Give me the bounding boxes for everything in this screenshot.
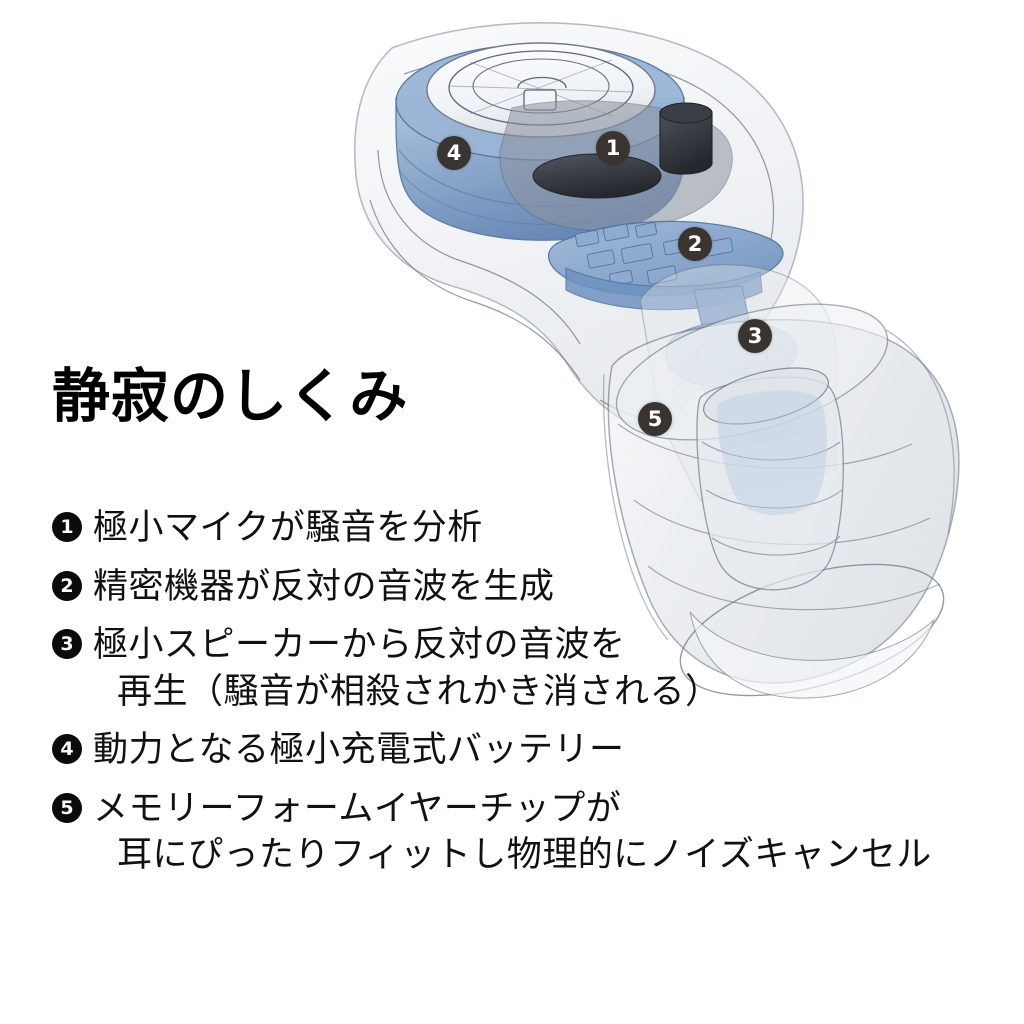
- list-marker-3: 3: [52, 629, 82, 660]
- list-item-text: 動力となる極小充電式バッテリー: [93, 727, 982, 774]
- list-item-text: 精密機器が反対の音波を生成: [93, 564, 982, 611]
- list-marker-4: 4: [52, 734, 82, 765]
- list-item: 3 極小スピーカーから反対の音波を 再生（騒音が相殺されかき消される）: [52, 622, 982, 715]
- list-item-text: メモリーフォームイヤーチップが 耳にぴったりフィットし物理的にノイズキャンセル: [93, 786, 982, 879]
- callout-badge-4: 4: [437, 136, 471, 170]
- callout-badge-3: 3: [738, 319, 772, 353]
- list-item-line: 極小スピーカーから反対の音波を: [93, 625, 626, 665]
- list-marker-2: 2: [52, 570, 82, 601]
- earbud-outer-shell: [353, 22, 804, 431]
- list-item-text: 極小マイクが騒音を分析: [93, 505, 982, 552]
- stem-sleeve: [639, 263, 837, 501]
- shell-contour-lines: [369, 52, 775, 425]
- microphone-module: [499, 100, 733, 232]
- feature-list: 1 極小マイクが騒音を分析 2 精密機器が反対の音波を生成 3 極小スピーカーか…: [52, 505, 982, 891]
- list-item: 5 メモリーフォームイヤーチップが 耳にぴったりフィットし物理的にノイズキャンセ…: [52, 786, 982, 879]
- list-item: 2 精密機器が反対の音波を生成: [52, 564, 982, 611]
- list-item-line-continued: 再生（騒音が相殺されかき消される）: [117, 671, 721, 711]
- list-item-line-continued: 耳にぴったりフィットし物理的にノイズキャンセル: [117, 835, 932, 875]
- list-item-line: 精密機器が反対の音波を生成: [93, 566, 555, 606]
- list-item-line: メモリーフォームイヤーチップが: [93, 788, 622, 828]
- list-marker-5: 5: [52, 792, 82, 823]
- battery-disc: [426, 42, 656, 138]
- callout-badge-1: 1: [596, 131, 630, 165]
- list-item-line: 動力となる極小充電式バッテリー: [93, 730, 625, 770]
- list-item: 1 極小マイクが騒音を分析: [52, 505, 982, 552]
- page-title: 静寂のしくみ: [52, 364, 409, 429]
- list-item-text: 極小スピーカーから反対の音波を 再生（騒音が相殺されかき消される）: [93, 622, 982, 715]
- list-item: 4 動力となる極小充電式バッテリー: [52, 727, 982, 774]
- list-item-line: 極小マイクが騒音を分析: [93, 508, 483, 547]
- speaker-driver-assembly: [664, 285, 801, 451]
- circuit-board-assembly: [547, 220, 784, 311]
- list-marker-1: 1: [52, 512, 82, 542]
- callout-badge-2: 2: [678, 227, 712, 261]
- callout-badge-5: 5: [638, 402, 672, 436]
